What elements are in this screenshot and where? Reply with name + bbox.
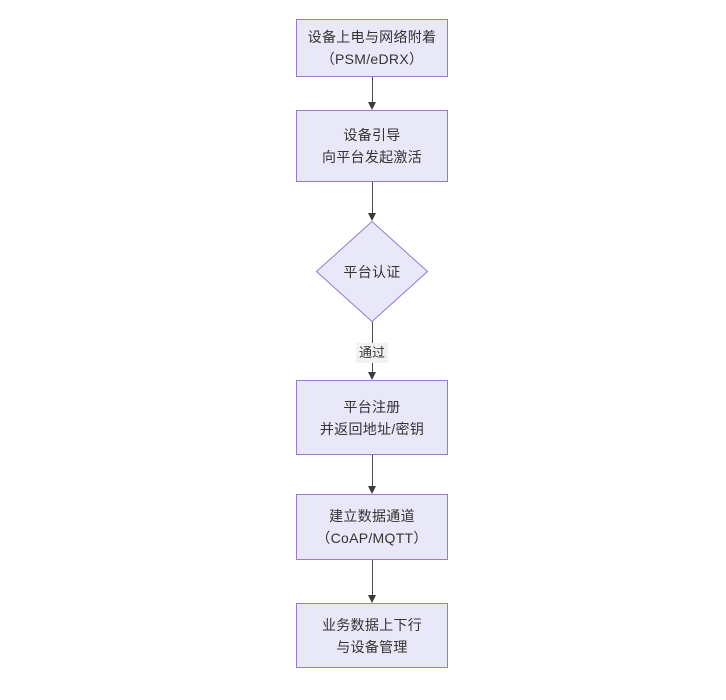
node-label: 业务数据上下行与设备管理 <box>322 614 422 658</box>
node-label: 平台注册并返回地址/密钥 <box>320 396 424 440</box>
arrow-head-icon <box>368 595 376 603</box>
node-label-line: （CoAP/MQTT） <box>316 530 428 546</box>
edge-label-e3: 通过 <box>355 343 389 363</box>
node-label-line: 与设备管理 <box>336 638 408 655</box>
node-data-channel[interactable]: 建立数据通道 （CoAP/MQTT） <box>296 494 448 560</box>
connector-power-on-to-bootstrap <box>368 77 376 110</box>
connector-data-channel-to-service-data <box>368 560 376 603</box>
node-label-line: 并返回地址/密钥 <box>319 420 425 437</box>
node-label-line: （PSM/eDRX） <box>320 51 424 67</box>
connector-line <box>372 182 373 214</box>
node-label-line: 建立数据通道 <box>329 508 415 524</box>
connector-line <box>372 77 373 103</box>
node-bootstrap[interactable]: 设备引导向平台发起激活 <box>296 110 448 182</box>
node-label-line: 向平台发起激活 <box>321 149 423 165</box>
connector-line <box>372 455 373 487</box>
node-label-line: 业务数据上下行 <box>321 616 423 633</box>
connector-line <box>372 560 373 596</box>
node-label-line: 平台认证 <box>343 263 401 280</box>
node-label-line: 设备引导 <box>343 127 401 143</box>
node-platform-register[interactable]: 平台注册并返回地址/密钥 <box>296 380 448 455</box>
arrow-head-icon <box>368 372 376 380</box>
arrow-head-icon <box>368 102 376 110</box>
arrow-head-icon <box>368 213 376 221</box>
node-service-data[interactable]: 业务数据上下行与设备管理 <box>296 603 448 668</box>
arrow-head-icon <box>368 486 376 494</box>
node-label: 设备引导向平台发起激活 <box>322 124 422 168</box>
node-label: 设备上电与网络附着 （PSM/eDRX） <box>308 26 437 70</box>
node-power-on[interactable]: 设备上电与网络附着 （PSM/eDRX） <box>296 19 448 77</box>
connector-bootstrap-to-platform-auth <box>368 182 376 221</box>
node-platform-auth[interactable]: 平台认证 <box>316 221 428 322</box>
node-label-line: 平台注册 <box>343 398 401 415</box>
node-label: 平台认证 <box>343 261 400 283</box>
node-label-line: 设备上电与网络附着 <box>307 29 437 45</box>
node-label: 建立数据通道 （CoAP/MQTT） <box>316 505 427 549</box>
connector-platform-register-to-data-channel <box>368 455 376 494</box>
